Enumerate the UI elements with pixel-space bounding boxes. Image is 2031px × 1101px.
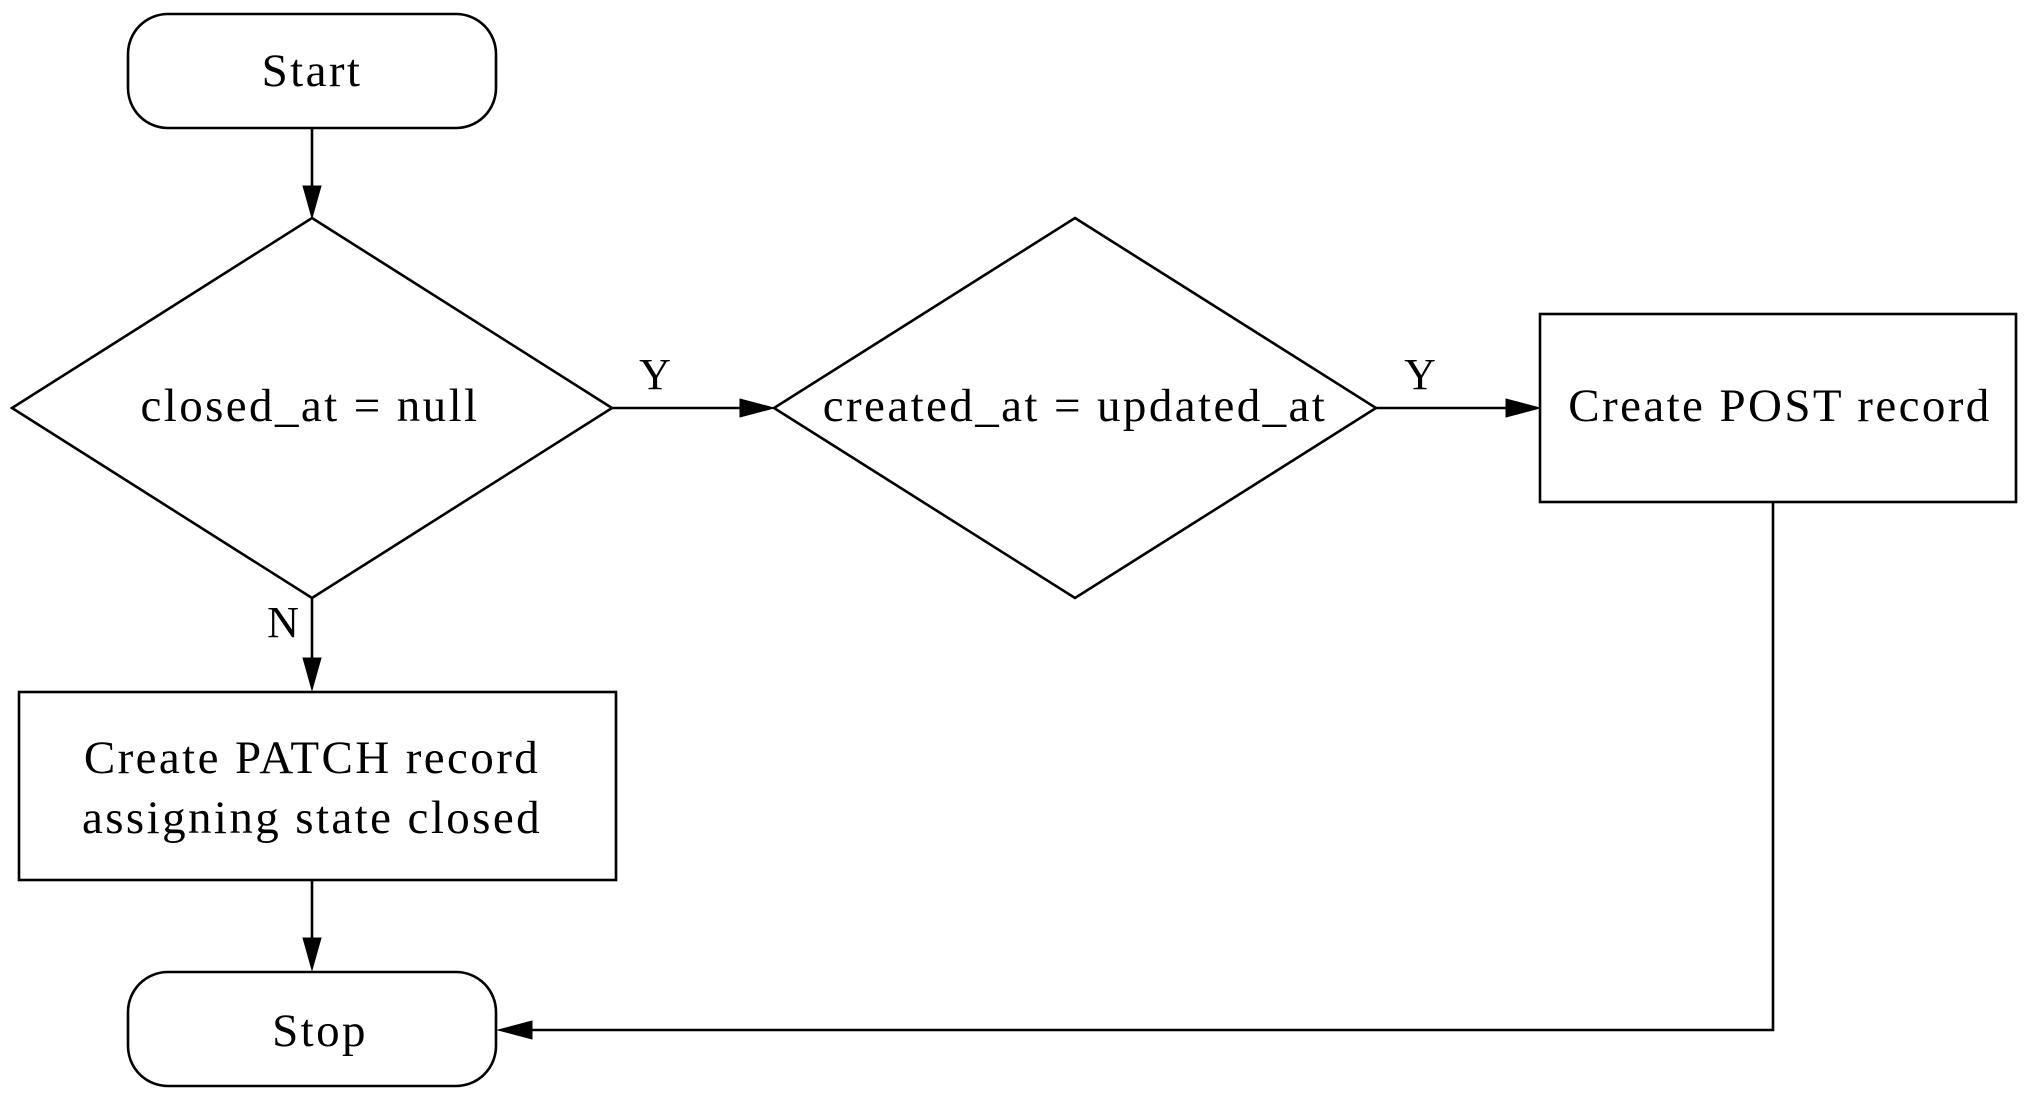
post-record-label: Create POST record [1568,380,1991,432]
decision-closed-at-null: closed_at = null [9,216,615,600]
process-create-post-record: Create POST record [1538,312,2018,504]
stop-terminal: Stop [126,970,498,1088]
decision-created-equals-updated: created_at = updated_at [771,216,1379,600]
stop-label: Stop [272,1005,368,1057]
edge-patch-record-to-stop [302,880,322,972]
arrowhead-icon [739,398,776,418]
decision-closed-label: closed_at = null [140,380,479,432]
start-label: Start [262,45,363,97]
edge-closed-no-to-patch-record: N [267,598,322,692]
patch-record-label-line2: assigning state closed [82,792,542,844]
arrowhead-icon [302,185,322,220]
edge-closed-yes-to-created-decision: Y [612,350,776,418]
edge-label-closed-no: N [267,598,299,647]
start-terminal: Start [126,12,498,130]
arrowhead-icon [1505,398,1542,418]
edge-start-to-closed-decision [302,128,322,220]
decision-created-label: created_at = updated_at [823,380,1327,432]
edge-label-closed-yes: Y [639,350,671,399]
arrowhead-icon [302,657,322,692]
edge-created-yes-to-post-record: Y [1376,350,1542,418]
edge-post-record-to-stop [496,502,1775,1040]
patch-record-label-line1: Create PATCH record [84,732,540,784]
arrowhead-icon [302,937,322,972]
process-create-patch-record: Create PATCH record assigning state clos… [17,690,618,882]
edge-label-created-yes: Y [1404,350,1436,399]
arrowhead-icon [496,1020,533,1040]
